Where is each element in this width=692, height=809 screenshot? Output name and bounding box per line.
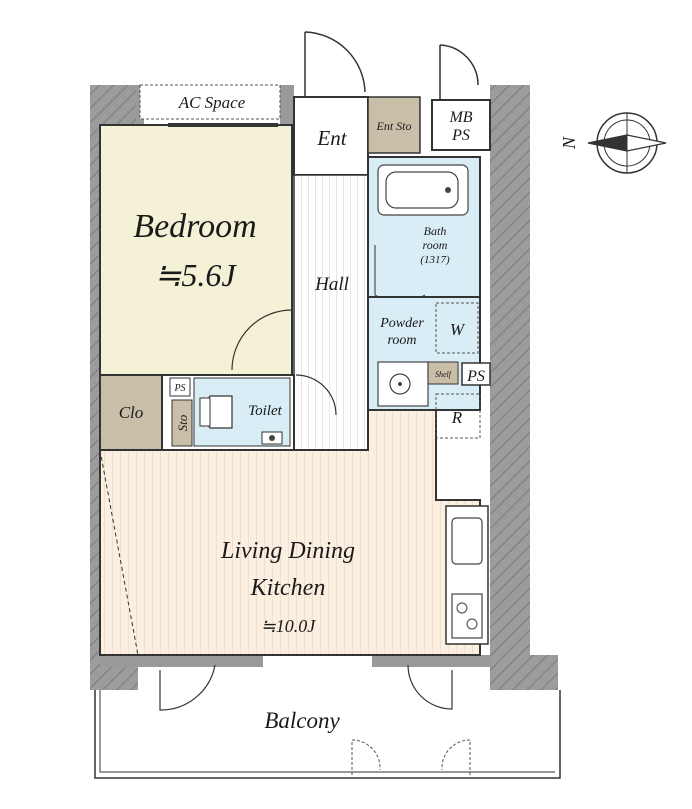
ac-space: AC Space xyxy=(139,84,281,120)
bath-label-1: Bath xyxy=(424,224,447,238)
closet: Clo xyxy=(99,374,163,451)
ent-label: Ent xyxy=(316,126,347,150)
balcony-label: Balcony xyxy=(264,708,340,733)
ldk-label-1: Living Dining xyxy=(220,538,355,564)
bath-label-2: room xyxy=(423,238,448,252)
bedroom-label: Bedroom xyxy=(133,208,256,245)
hall: Hall xyxy=(293,174,369,513)
toilet-label: Toilet xyxy=(248,403,282,419)
ac-space-label: AC Space xyxy=(178,93,246,112)
mb-ps: MB PS xyxy=(431,44,491,151)
bedroom: Bedroom ≒5.6J xyxy=(99,123,293,376)
powder-label-2: room xyxy=(387,333,416,348)
powder-room: W Powder room Shelf PS xyxy=(367,296,491,411)
w-label: W xyxy=(450,320,466,339)
bathroom: Bath room (1317) xyxy=(367,156,481,303)
hall-label: Hall xyxy=(314,274,349,295)
toilet-room: PS Sto Toilet xyxy=(161,374,295,451)
clo-label: Clo xyxy=(119,403,144,422)
ldk-area: ≒10.0J xyxy=(261,616,317,636)
r-label: R xyxy=(451,408,463,427)
bath-label-3: (1317) xyxy=(420,254,450,266)
balcony: Balcony xyxy=(94,664,561,779)
ps-right-label: PS xyxy=(466,368,485,385)
ps-label-top: PS xyxy=(451,127,470,144)
powder-label-1: Powder xyxy=(379,316,424,331)
compass-icon: N xyxy=(559,112,667,174)
ent-sto-label: Ent Sto xyxy=(376,119,412,133)
bedroom-area: ≒5.6J xyxy=(154,257,237,293)
ldk-label-2: Kitchen xyxy=(250,575,326,601)
entrance: Ent Ent Sto xyxy=(293,31,421,176)
living-dining-kitchen: R Living Dining Kitchen ≒10.0J xyxy=(99,393,489,656)
compass-n-label: N xyxy=(559,136,579,150)
ps-small-label: PS xyxy=(173,383,185,394)
sto-label: Sto xyxy=(175,414,190,431)
mb-label: MB xyxy=(448,109,472,126)
shelf-label: Shelf xyxy=(435,370,453,379)
